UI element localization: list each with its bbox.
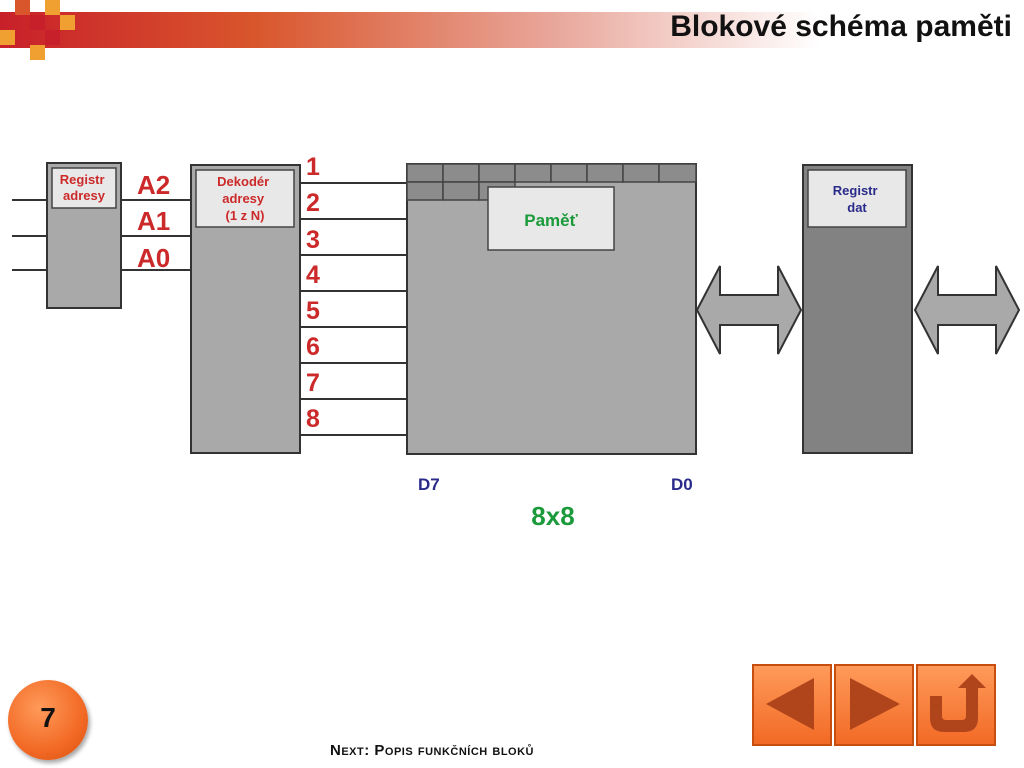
memory-label-box xyxy=(487,186,615,251)
row-number-label: 1 xyxy=(306,153,320,181)
logo-square xyxy=(45,30,60,45)
row-number-label: 8 xyxy=(306,405,320,433)
row-number-label: 5 xyxy=(306,297,320,325)
logo-square xyxy=(30,45,45,60)
logo-square xyxy=(45,0,60,15)
bit-label-d0: D0 xyxy=(671,475,693,494)
address-line-label: A2 xyxy=(137,170,170,200)
next-button[interactable] xyxy=(834,664,914,746)
memory-label: Paměť xyxy=(524,211,578,230)
previous-arrow-icon xyxy=(766,678,814,730)
title-bar xyxy=(0,12,1024,48)
row-number-label: 2 xyxy=(306,189,320,217)
decoder-label: Dekodér adresy (1 z N) xyxy=(217,174,273,223)
bidirectional-arrow-icon xyxy=(695,265,803,355)
bidirectional-arrow-icon xyxy=(913,265,1021,355)
logo-square xyxy=(60,15,75,30)
data-register-label-box xyxy=(807,169,907,228)
page-number: 7 xyxy=(40,702,56,733)
previous-button[interactable] xyxy=(752,664,832,746)
bit-label-d7: D7 xyxy=(418,475,440,494)
data-register-label: Registr dat xyxy=(833,183,881,215)
row-number-label: 6 xyxy=(306,333,320,361)
return-button[interactable] xyxy=(916,664,996,746)
next-arrow-icon xyxy=(850,678,900,730)
address-register-label: Registr adresy xyxy=(60,172,108,203)
address-lines xyxy=(121,199,192,271)
memory-size-label: 8x8 xyxy=(531,501,574,531)
decoder-label-box xyxy=(195,169,295,228)
address-register-label-box xyxy=(51,167,117,209)
logo-square xyxy=(0,30,15,45)
address-line-labels: A2 A1 A0 xyxy=(137,170,170,273)
return-icon xyxy=(930,674,986,732)
logo-square xyxy=(30,15,45,30)
page-number-badge: 7 xyxy=(8,680,88,760)
address-input-lines xyxy=(12,199,48,271)
word-lines xyxy=(300,182,408,436)
row-number-label: 7 xyxy=(306,369,320,397)
logo-square xyxy=(15,0,30,15)
page-title: Blokové schéma paměti xyxy=(670,10,1012,43)
address-line-label: A0 xyxy=(137,243,170,273)
row-number-label: 3 xyxy=(306,226,320,254)
address-line-label: A1 xyxy=(137,206,170,236)
row-number-labels: 1 2 3 4 5 6 7 8 xyxy=(306,153,320,433)
next-topic-label[interactable]: Next: Popis funkčních bloků xyxy=(330,742,535,759)
row-number-label: 4 xyxy=(306,261,320,289)
